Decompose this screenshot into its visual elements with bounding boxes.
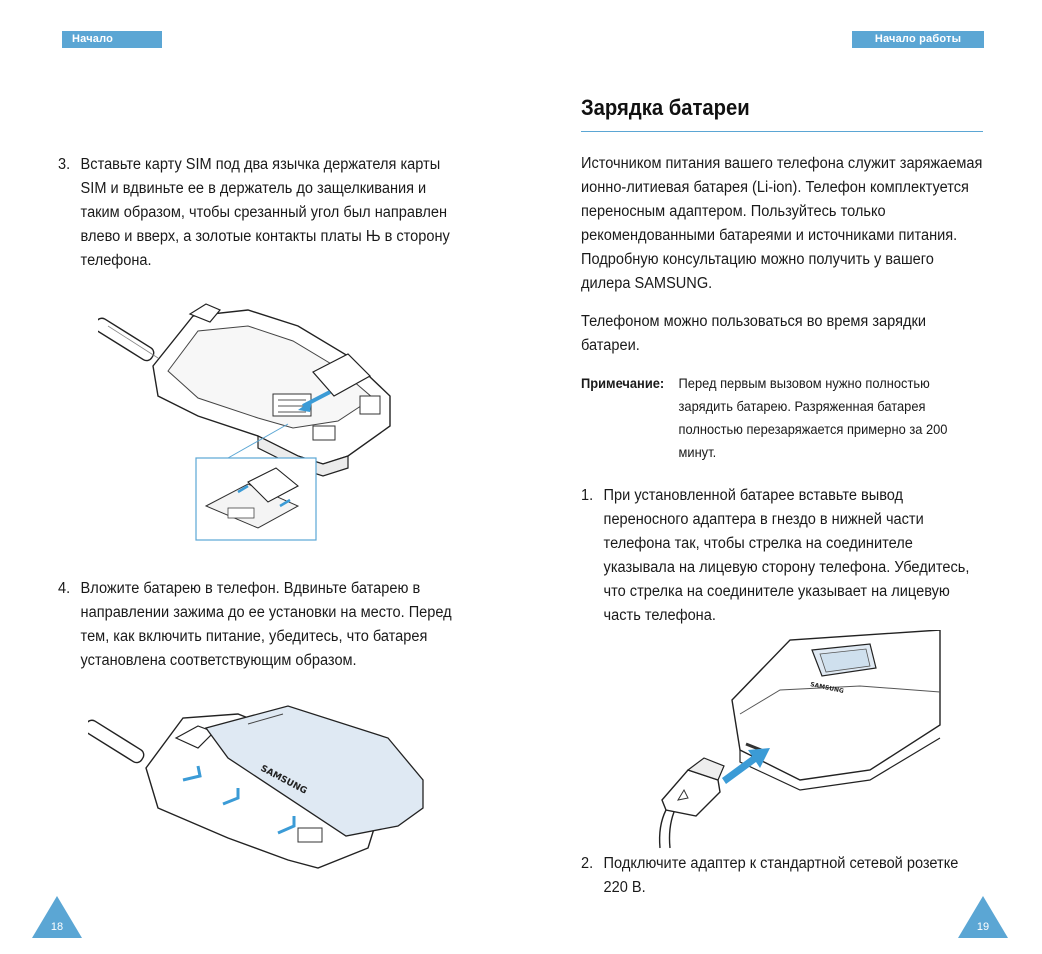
- insertion-arrow: [722, 748, 770, 784]
- step-3: 3. Вставьте карту SIM под два язычка дер…: [58, 153, 453, 273]
- step-2: 2. Подключите адаптер к стандартной сете…: [581, 852, 985, 900]
- page-number-18-text: 18: [50, 921, 64, 933]
- sim-card: [298, 353, 371, 412]
- usage-paragraph: Телефоном можно пользоваться во время за…: [581, 313, 927, 354]
- phone-body: [152, 303, 391, 477]
- step-4-number: 4.: [58, 580, 71, 597]
- sim-detail-box: [195, 457, 317, 541]
- step-4-text: Вложите батарею в телефон. Вдвиньте бата…: [80, 580, 452, 669]
- step-2-number: 2.: [581, 855, 594, 872]
- direction-arrows: [182, 765, 296, 835]
- note: Примечание: Перед первым вызовом нужно п…: [581, 372, 977, 464]
- charger-illustration: SAMSUNG: [658, 630, 941, 849]
- step-3-number: 3.: [58, 156, 71, 173]
- page-number-19: 19: [958, 896, 1008, 938]
- title-divider: [581, 131, 983, 132]
- section-tag-left: Начало работы: [62, 31, 162, 62]
- step-1-number: 1.: [581, 487, 594, 504]
- intro-paragraph: Источником питания вашего телефона служи…: [581, 155, 983, 292]
- step-1: 1. При установленной батарее вставьте вы…: [581, 484, 985, 628]
- note-text: Перед первым вызовом нужно полностью зар…: [678, 375, 948, 460]
- battery: SAMSUNG: [204, 705, 424, 837]
- battery-insert-illustration: SAMSUNG: [88, 705, 424, 869]
- phone-body: [145, 713, 379, 869]
- page-number-18: 18: [32, 896, 82, 938]
- step-3-text: Вставьте карту SIM под два язычка держат…: [80, 156, 450, 269]
- antenna: [98, 317, 159, 362]
- section-tag-right: Начало работы: [852, 31, 984, 48]
- antenna: [88, 719, 145, 764]
- phone-closed: SAMSUNG: [731, 630, 941, 791]
- step-1-text: При установленной батарее вставьте вывод…: [603, 487, 970, 624]
- sim-insert-illustration: [98, 303, 391, 541]
- page-title: Зарядка батареи: [581, 95, 750, 120]
- note-label: Примечание:: [581, 375, 665, 391]
- step-4: 4. Вложите батарею в телефон. Вдвиньте б…: [58, 577, 453, 673]
- step-2-text: Подключите адаптер к стандартной сетевой…: [603, 855, 959, 896]
- page-number-19-text: 19: [976, 921, 990, 933]
- adapter-connector: [658, 757, 725, 849]
